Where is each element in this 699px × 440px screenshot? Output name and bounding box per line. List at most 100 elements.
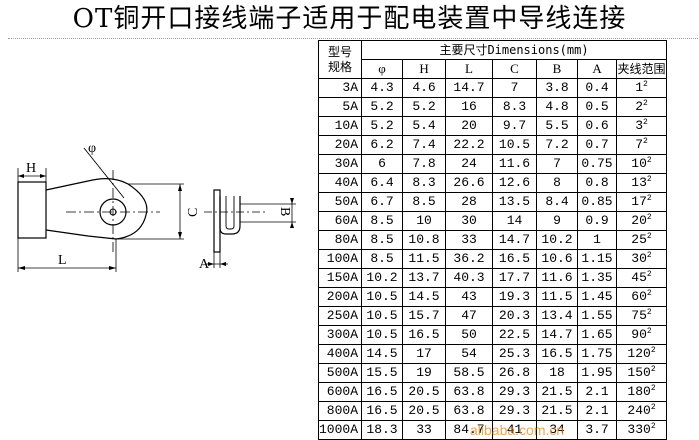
value-cell: 14.7 bbox=[492, 230, 538, 250]
value-cell: 63.8 bbox=[445, 382, 494, 402]
value-cell: 10.6 bbox=[536, 249, 579, 269]
col-header-l: L bbox=[445, 59, 494, 79]
value-cell: 54 bbox=[445, 344, 494, 364]
value-cell: 15.7 bbox=[402, 306, 447, 326]
value-cell: 29.3 bbox=[492, 382, 538, 402]
value-cell: 63.8 bbox=[445, 401, 494, 421]
value-cell: 22.5 bbox=[492, 325, 538, 345]
wire-range-cell: 32 bbox=[616, 116, 668, 136]
barrel-outline bbox=[17, 181, 47, 239]
value-cell: 8.4 bbox=[536, 192, 579, 212]
value-cell: 0.9 bbox=[577, 211, 618, 231]
col-header-b: B bbox=[536, 59, 579, 79]
value-cell: 1.95 bbox=[577, 363, 618, 383]
value-cell: 17.7 bbox=[492, 268, 538, 288]
value-cell: 10 bbox=[402, 211, 447, 231]
value-cell: 4.3 bbox=[361, 78, 404, 98]
value-cell: 20.3 bbox=[492, 306, 538, 326]
size-cell: 600A bbox=[317, 382, 363, 402]
value-cell: 34 bbox=[536, 420, 579, 440]
label-h: H bbox=[26, 161, 36, 176]
value-cell: 8.5 bbox=[361, 249, 404, 269]
value-cell: 10.8 bbox=[402, 230, 447, 250]
label-phi: φ bbox=[88, 141, 96, 156]
value-cell: 16.5 bbox=[361, 382, 404, 402]
value-cell: 19.3 bbox=[492, 287, 538, 307]
value-cell: 41 bbox=[492, 420, 538, 440]
value-cell: 8 bbox=[536, 173, 579, 193]
size-cell: 50A bbox=[317, 192, 363, 212]
value-cell: 26.8 bbox=[492, 363, 538, 383]
wire-range-cell: 302 bbox=[616, 249, 668, 269]
wire-range-cell: 452 bbox=[616, 268, 668, 288]
value-cell: 10.2 bbox=[536, 230, 579, 250]
value-cell: 8.3 bbox=[402, 173, 447, 193]
size-cell: 20A bbox=[317, 135, 363, 155]
model-spec-header: 型号规格 bbox=[317, 40, 363, 79]
value-cell: 6.4 bbox=[361, 173, 404, 193]
value-cell: 8.3 bbox=[492, 97, 538, 117]
wire-range-cell: 602 bbox=[616, 287, 668, 307]
value-cell: 1.35 bbox=[577, 268, 618, 288]
value-cell: 0.85 bbox=[577, 192, 618, 212]
value-cell: 58.5 bbox=[445, 363, 494, 383]
size-cell: 200A bbox=[317, 287, 363, 307]
value-cell: 9.7 bbox=[492, 116, 538, 136]
value-cell: 22.2 bbox=[445, 135, 494, 155]
value-cell: 20.5 bbox=[402, 401, 447, 421]
value-cell: 4.6 bbox=[402, 78, 447, 98]
wire-range-cell: 102 bbox=[616, 154, 668, 174]
size-cell: 400A bbox=[317, 344, 363, 364]
value-cell: 47 bbox=[445, 306, 494, 326]
value-cell: 19 bbox=[402, 363, 447, 383]
value-cell: 7 bbox=[536, 154, 579, 174]
value-cell: 6.2 bbox=[361, 135, 404, 155]
value-cell: 8.5 bbox=[402, 192, 447, 212]
value-cell: 16.5 bbox=[536, 344, 579, 364]
wire-range-cell: 172 bbox=[616, 192, 668, 212]
col-header-c: C bbox=[492, 59, 538, 79]
value-cell: 14.7 bbox=[536, 325, 579, 345]
watermark: alibaba.com.cn bbox=[470, 422, 565, 438]
value-cell: 5.4 bbox=[402, 116, 447, 136]
value-cell: 43 bbox=[445, 287, 494, 307]
value-cell: 8.5 bbox=[361, 230, 404, 250]
value-cell: 14.5 bbox=[402, 287, 447, 307]
value-cell: 20.5 bbox=[402, 382, 447, 402]
value-cell: 25.3 bbox=[492, 344, 538, 364]
value-cell: 0.5 bbox=[577, 97, 618, 117]
value-cell: 8.5 bbox=[361, 211, 404, 231]
value-cell: 6 bbox=[361, 154, 404, 174]
value-cell: 6.7 bbox=[361, 192, 404, 212]
value-cell: 18.3 bbox=[361, 420, 404, 440]
value-cell: 16.5 bbox=[361, 401, 404, 421]
value-cell: 1.55 bbox=[577, 306, 618, 326]
size-cell: 1000A bbox=[317, 420, 363, 440]
value-cell: 11.5 bbox=[402, 249, 447, 269]
value-cell: 14.7 bbox=[445, 78, 494, 98]
wire-range-cell: 252 bbox=[616, 230, 668, 250]
size-cell: 30A bbox=[317, 154, 363, 174]
plate-outline bbox=[213, 189, 221, 253]
value-cell: 13.5 bbox=[492, 192, 538, 212]
size-cell: 250A bbox=[317, 306, 363, 326]
value-cell: 36.2 bbox=[445, 249, 494, 269]
value-cell: 1 bbox=[577, 230, 618, 250]
terminal-drawing: H L φ C A B bbox=[17, 141, 296, 272]
label-b: B bbox=[277, 207, 292, 216]
value-cell: 1.45 bbox=[577, 287, 618, 307]
value-cell: 0.75 bbox=[577, 154, 618, 174]
value-cell: 16.5 bbox=[402, 325, 447, 345]
size-cell: 10A bbox=[317, 116, 363, 136]
phi-leader bbox=[83, 147, 125, 199]
value-cell: 15.5 bbox=[361, 363, 404, 383]
